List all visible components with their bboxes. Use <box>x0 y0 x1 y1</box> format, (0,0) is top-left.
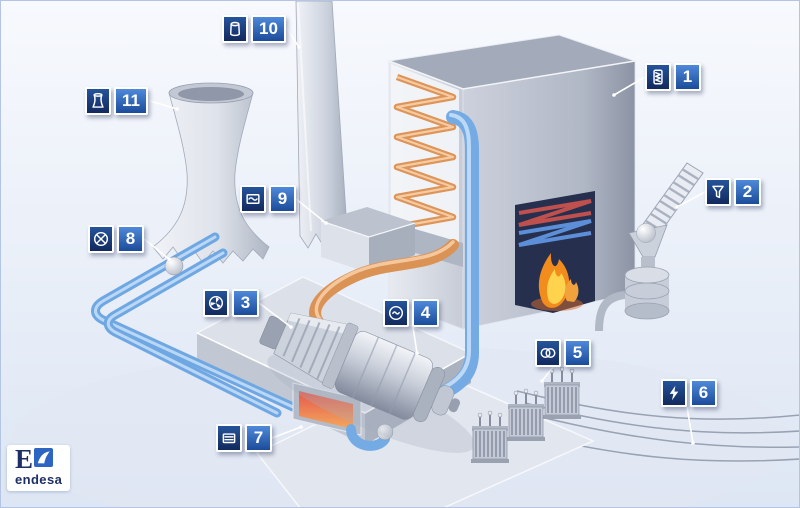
turbine-fan-icon <box>203 289 229 317</box>
label-6-power-lines[interactable]: 6 <box>661 379 717 407</box>
label-5-transformer[interactable]: 5 <box>535 339 591 367</box>
coal-conveyor <box>640 162 704 238</box>
turbine-generator-set <box>259 312 461 423</box>
label-10-chimney[interactable]: 10 <box>222 15 286 43</box>
label-1-boiler[interactable]: 1 <box>645 63 701 91</box>
label-4-number: 4 <box>412 299 439 327</box>
transformer-icon <box>535 339 561 367</box>
circulation-pump <box>164 256 184 276</box>
valve-ball <box>376 423 394 441</box>
label-7-number: 7 <box>245 424 272 452</box>
label-8-number: 8 <box>117 225 144 253</box>
coal-mill <box>595 223 670 332</box>
cooling-water-pipes <box>91 232 298 418</box>
precipitator-icon <box>240 185 266 213</box>
electricity-icon <box>661 379 687 407</box>
label-2-coal-supply[interactable]: 2 <box>705 178 761 206</box>
label-4-generator[interactable]: 4 <box>383 299 439 327</box>
coal-hopper-icon <box>705 178 731 206</box>
pump-icon <box>88 225 114 253</box>
precipitator <box>320 207 463 273</box>
label-9-precipitator[interactable]: 9 <box>240 185 296 213</box>
label-6-number: 6 <box>690 379 717 407</box>
endesa-logo: E endesa <box>7 444 71 491</box>
label-7-condenser[interactable]: 7 <box>216 424 272 452</box>
logo-letter: E <box>15 444 34 474</box>
label-3-turbine[interactable]: 3 <box>203 289 259 317</box>
leader-lines <box>143 28 706 445</box>
generator-icon <box>383 299 409 327</box>
chimney-icon <box>222 15 248 43</box>
label-11-cooling-tower[interactable]: 11 <box>85 87 148 115</box>
transformers <box>471 366 581 463</box>
label-3-number: 3 <box>232 289 259 317</box>
boiler <box>387 34 636 330</box>
label-2-number: 2 <box>734 178 761 206</box>
label-9-number: 9 <box>269 185 296 213</box>
cooling-tower <box>152 82 270 264</box>
logo-name: endesa <box>15 472 63 487</box>
cooling-tower-icon <box>85 87 111 115</box>
superheater-coil <box>393 73 457 251</box>
label-1-number: 1 <box>674 63 701 91</box>
endesa-mark-icon <box>34 448 54 467</box>
condenser-icon <box>216 424 242 452</box>
condenser <box>292 382 394 451</box>
boiler-icon <box>645 63 671 91</box>
label-10-number: 10 <box>251 15 286 43</box>
label-11-number: 11 <box>114 87 148 115</box>
furnace-opening <box>515 191 595 313</box>
label-8-pump[interactable]: 8 <box>88 225 144 253</box>
label-5-number: 5 <box>564 339 591 367</box>
